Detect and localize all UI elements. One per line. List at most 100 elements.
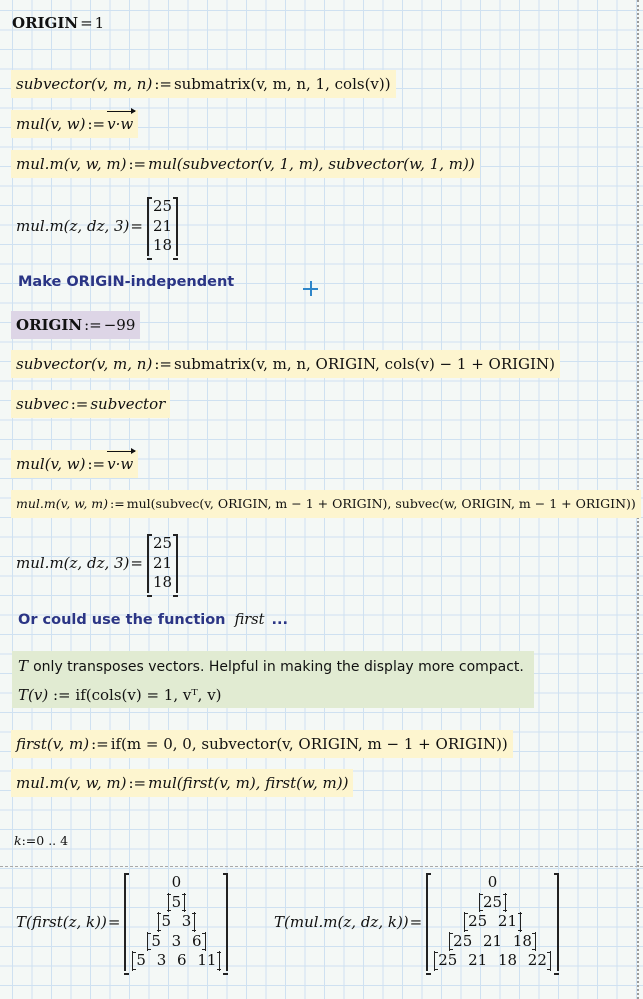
mul-definition-2[interactable]: mul (v, w) := v·w — [11, 448, 139, 478]
nested-vector: 5 — [167, 892, 186, 912]
mul-definition-1[interactable]: mul (v, w) := v·w — [11, 108, 139, 138]
result-matrix: 0 5 5 3 5 3 6 5 3 6 11 — [124, 873, 229, 974]
range-value: 0 .. 4 — [36, 833, 69, 848]
function-name: mul.m — [16, 774, 64, 792]
note-variable: T — [18, 657, 29, 675]
crosshair-cursor-icon — [303, 281, 318, 296]
eval-operator: = — [130, 217, 143, 236]
first-evaluation[interactable]: T(first(z, k)) = 0 5 5 3 5 3 6 5 3 6 11 — [16, 873, 229, 974]
matrix-cell: 21 — [152, 216, 173, 235]
vectorize-expression: v·w — [107, 448, 137, 473]
nested-vector: 5 3 6 — [146, 931, 207, 951]
eval-operator: = — [107, 912, 121, 931]
origin-definition[interactable]: ORIGIN := −99 — [11, 311, 141, 339]
heading-suffix: ... — [271, 612, 289, 628]
definition-rhs: subvector — [90, 395, 166, 413]
function-name: subvector — [16, 355, 91, 373]
mulm-definition-3[interactable]: mul.m (v, w, m) := mul(first(v, m), firs… — [11, 769, 354, 797]
define-operator: := — [84, 316, 102, 334]
origin-value: 1 — [94, 14, 105, 32]
function-name: mul.m — [16, 155, 64, 173]
T-definition[interactable]: T(v) := if(cols(v) = 1, vᵀ, v) — [18, 685, 528, 705]
nested-vector: 25 21 18 22 — [433, 951, 552, 971]
definition-rhs: if(m = 0, 0, subvector(v, ORIGIN, m − 1 … — [110, 735, 508, 753]
function-name: subvec — [16, 395, 69, 413]
define-operator: := — [110, 496, 125, 511]
definition-rhs: mul(subvec(v, ORIGIN, m − 1 + ORIGIN), s… — [126, 496, 636, 511]
subvector-definition-1[interactable]: subvector (v, m, n) := submatrix(v, m, n… — [11, 70, 396, 98]
evaluation-lhs: mul.m(z, dz, 3) — [16, 217, 130, 236]
function-name: subvector — [16, 75, 91, 93]
eval-operator: = — [80, 14, 93, 32]
nested-vector: 25 21 18 — [448, 931, 537, 951]
subvector-definition-2[interactable]: subvector (v, m, n) := submatrix(v, m, n… — [11, 350, 560, 378]
origin-label: ORIGIN — [16, 316, 83, 334]
define-operator: := — [91, 735, 109, 753]
define-operator: := — [154, 355, 172, 373]
define-operator: := — [87, 115, 106, 133]
matrix-cell: 25 — [152, 534, 173, 552]
definition-rhs: mul(subvector(v, 1, m), subvector(w, 1, … — [148, 155, 475, 173]
matrix-cell: 21 — [152, 553, 173, 572]
function-args: (v, w) — [44, 455, 86, 473]
mulm-evaluation-1[interactable]: mul.m(z, dz, 3) = 25 21 18 — [16, 197, 179, 259]
function-args: (v) — [28, 686, 49, 704]
mulm-range-evaluation[interactable]: T(mul.m(z, dz, k)) = 0 25 25 21 25 21 18… — [274, 873, 559, 974]
mulm-evaluation-2[interactable]: mul.m(z, dz, 3) = 25 21 18 — [16, 534, 179, 596]
evaluation-lhs: T(mul.m(z, dz, k)) — [274, 912, 409, 931]
function-name: mul — [16, 115, 45, 133]
function-name: T — [18, 686, 29, 704]
function-args: (v, m, n) — [90, 355, 153, 373]
define-operator: := — [154, 75, 172, 93]
range-definition[interactable]: k := 0 .. 4 — [14, 831, 68, 851]
mulm-definition-2[interactable]: mul.m (v, w, m) := mul(subvec(v, ORIGIN,… — [11, 490, 641, 518]
section-heading-origin-independent: Make ORIGIN-independent — [18, 274, 235, 290]
matrix-cell: 18 — [152, 573, 173, 591]
nested-vector: 25 — [478, 892, 507, 912]
function-args: (v, m, n) — [90, 75, 153, 93]
note-region[interactable]: T only transposes vectors. Helpful in ma… — [12, 651, 534, 708]
matrix-cell: 0 — [171, 873, 182, 891]
function-args: (v, w, m) — [63, 774, 127, 792]
define-operator: := — [52, 686, 71, 704]
definition-rhs: mul(first(v, m), first(w, m)) — [148, 774, 349, 792]
nested-vector: 5 3 6 11 — [131, 951, 221, 971]
matrix-cell: 0 — [487, 873, 498, 891]
origin-value: −99 — [103, 316, 136, 334]
function-args: (v, w) — [44, 115, 86, 133]
define-operator: := — [21, 833, 37, 848]
first-definition[interactable]: first (v, m) := if(m = 0, 0, subvector(v… — [11, 730, 513, 758]
mulm-definition-1[interactable]: mul.m (v, w, m) := mul(subvector(v, 1, m… — [11, 150, 480, 178]
eval-operator: = — [409, 912, 423, 931]
range-variable: k — [14, 833, 22, 848]
origin-eval-region[interactable]: ORIGIN = 1 — [12, 13, 104, 33]
page-break-line — [0, 866, 643, 867]
note-text: only transposes vectors. Helpful in maki… — [33, 659, 524, 675]
eval-operator: = — [130, 554, 143, 573]
subvec-alias-definition[interactable]: subvec := subvector — [11, 390, 171, 418]
definition-rhs: if(cols(v) = 1, vᵀ, v) — [75, 686, 222, 704]
matrix-cell: 18 — [152, 236, 173, 254]
nested-vector: 25 21 — [463, 912, 522, 932]
heading-function-name: first — [234, 612, 265, 628]
define-operator: := — [128, 774, 147, 792]
result-matrix: 25 21 18 — [146, 197, 179, 259]
definition-rhs: submatrix(v, m, n, ORIGIN, cols(v) − 1 +… — [173, 355, 555, 373]
result-matrix: 25 21 18 — [146, 534, 179, 596]
function-name: mul — [16, 455, 45, 473]
evaluation-lhs: T(first(z, k)) — [16, 912, 107, 931]
evaluation-lhs: mul.m(z, dz, 3) — [16, 554, 130, 573]
matrix-cell: 25 — [152, 197, 173, 215]
define-operator: := — [70, 395, 89, 413]
function-name: first — [16, 735, 47, 753]
section-heading-first-function: Or could use the function first ... — [18, 612, 288, 628]
function-args: (v, w, m) — [63, 155, 127, 173]
origin-label: ORIGIN — [12, 14, 79, 32]
vectorize-expression: v·w — [107, 108, 137, 133]
define-operator: := — [128, 155, 147, 173]
result-matrix: 0 25 25 21 25 21 18 25 21 18 22 — [426, 873, 559, 974]
function-args: (v, m) — [46, 735, 90, 753]
heading-text: Or could use the function — [18, 612, 226, 628]
definition-rhs: submatrix(v, m, n, 1, cols(v)) — [173, 75, 391, 93]
define-operator: := — [87, 455, 106, 473]
